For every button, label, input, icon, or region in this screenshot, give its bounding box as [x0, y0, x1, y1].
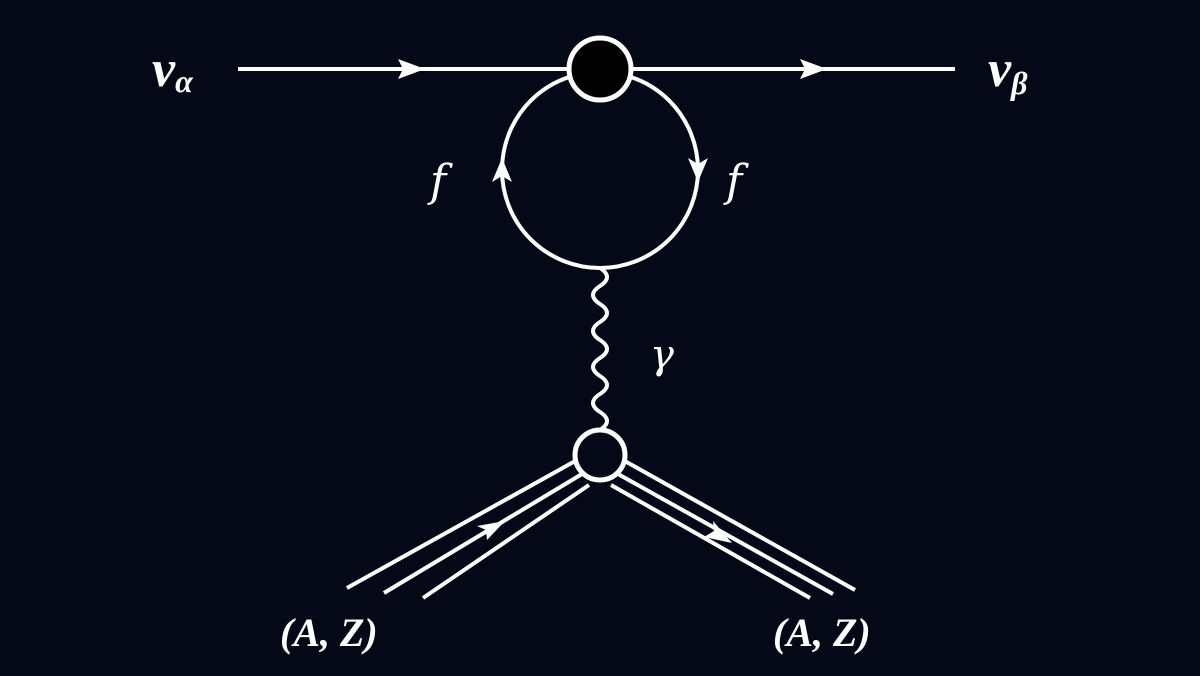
nucleus-vertex [572, 427, 628, 483]
photon-propagator [591, 266, 609, 432]
incoming-nucleus-arrow [477, 521, 505, 540]
incoming-nucleus-label: (A, Z) [280, 610, 378, 655]
outgoing-nucleus-arrow [704, 521, 732, 543]
incoming-neutrino-symbol: ν [152, 41, 176, 98]
incoming-nucleus-lines [346, 458, 591, 600]
effective-vertex [566, 35, 634, 103]
incoming-neutrino-arrow [398, 59, 425, 79]
incoming-neutrino-subscript: α [175, 63, 194, 99]
loop-arrow-right [688, 158, 708, 182]
loop-arrow-left [492, 158, 512, 182]
outgoing-neutrino-subscript: β [1010, 65, 1028, 101]
photon-label: γ [650, 332, 674, 378]
outgoing-nucleus-lines [610, 458, 856, 600]
outgoing-neutrino-label: νβ [988, 41, 1028, 101]
incoming-neutrino-label: να [152, 41, 194, 99]
outgoing-neutrino-symbol: ν [988, 41, 1012, 98]
outgoing-neutrino-arrow [800, 59, 827, 79]
outgoing-nucleus-label: (A, Z) [773, 610, 871, 655]
